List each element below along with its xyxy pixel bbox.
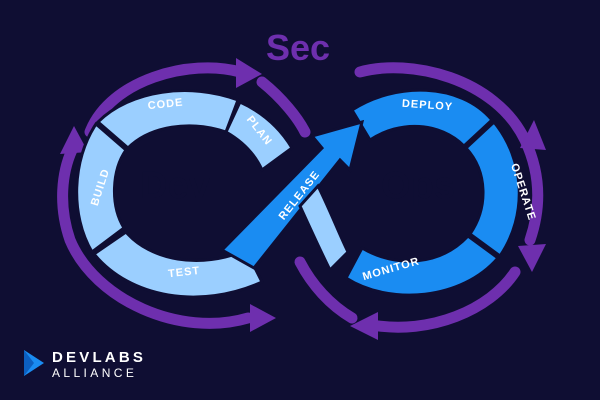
segment-monitor [344, 234, 501, 297]
arrowhead-left-top [236, 58, 262, 88]
segment-test [91, 230, 265, 299]
outer-ring-cross-bottom [294, 256, 358, 324]
center-word-dev: Dev [140, 165, 210, 207]
right-loop [344, 88, 521, 297]
play-triangle-icon [24, 350, 44, 376]
outer-ring-left-bottom [57, 144, 254, 329]
segment-release [219, 119, 365, 270]
outer-ring-right-bottom [366, 266, 521, 333]
arrowhead-right-top [520, 120, 546, 150]
left-loop [75, 89, 294, 299]
brand-name: DEVLABS [52, 349, 147, 366]
arrowhead-right-bottom [350, 312, 378, 340]
outer-purple-ring [57, 62, 544, 333]
segment-deploy [349, 88, 495, 149]
devlabs-brand: DEVLABS ALLIANCE [22, 346, 162, 382]
brand-subtitle: ALLIANCE [52, 366, 138, 380]
outer-ring-cross-top [256, 76, 311, 138]
arrowhead-left-bottom-mid [250, 304, 276, 332]
release-band [219, 119, 365, 270]
label-deploy: DEPLOY [402, 98, 454, 114]
arrowhead-left-bottom [60, 126, 88, 154]
segment-operate [463, 119, 521, 259]
outer-ring-left-top [84, 62, 246, 138]
segment-build [75, 121, 129, 255]
label-code: CODE [147, 97, 184, 113]
segment-code [95, 89, 240, 151]
segment-release-lower [298, 183, 350, 273]
sec-title: Sec [266, 27, 330, 68]
outer-ring-arrowheads [60, 58, 546, 340]
segment-plan [224, 100, 294, 173]
arrowhead-right-side [518, 244, 546, 272]
center-word-ops: Ops [381, 165, 455, 207]
outer-ring-right-top [354, 62, 544, 246]
label-test: TEST [168, 265, 201, 280]
